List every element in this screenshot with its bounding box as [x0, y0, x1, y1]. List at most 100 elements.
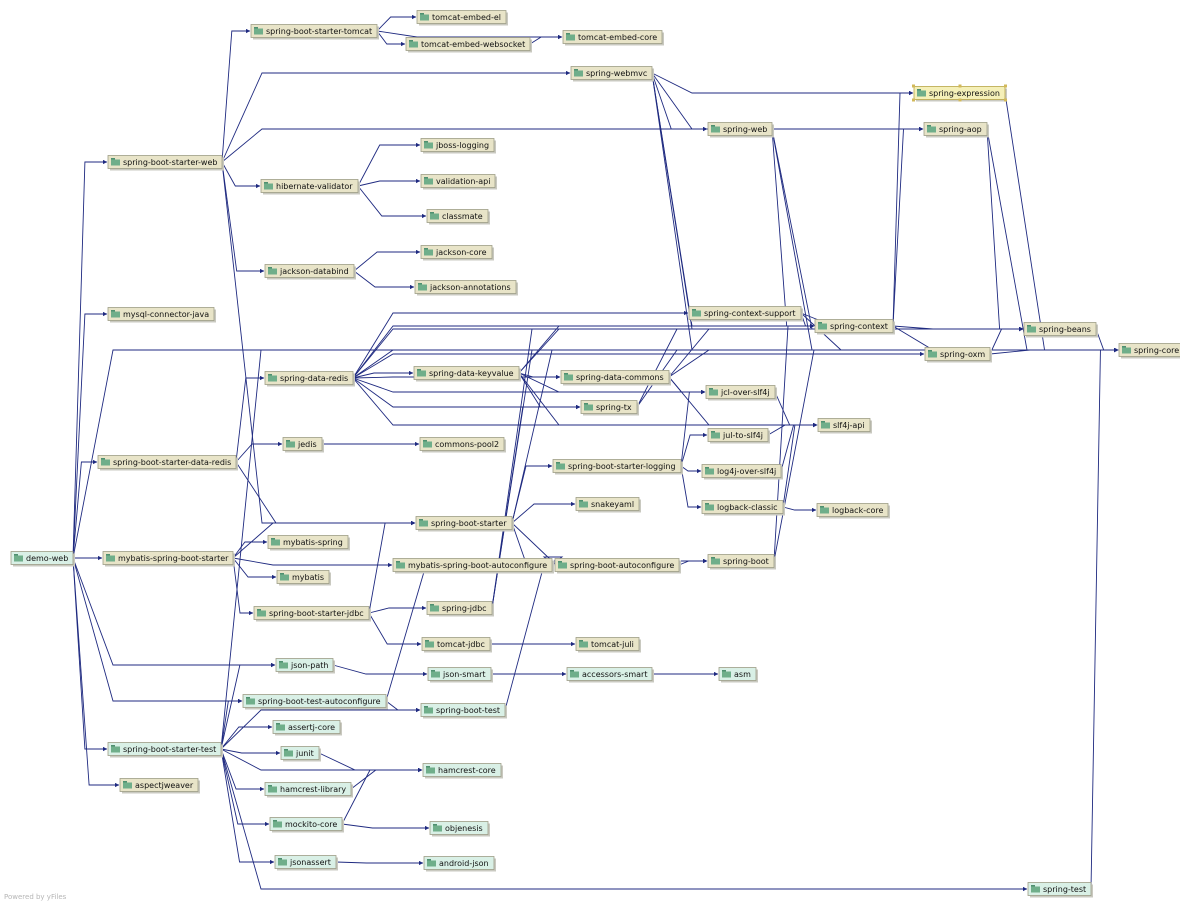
- node-label: logback-classic: [717, 503, 778, 512]
- node-spring-jdbc[interactable]: spring-jdbc: [426, 601, 494, 617]
- node-json-smart[interactable]: json-smart: [427, 667, 493, 683]
- edge-spring-webmvc-to-spring-context: [651, 72, 815, 329]
- node-label: snakeyaml: [591, 500, 634, 509]
- node-box: [705, 385, 776, 399]
- node-spring-context-support[interactable]: spring-context-support: [688, 306, 803, 322]
- node-tomcat-juli[interactable]: tomcat-juli: [575, 637, 641, 653]
- node-spring-data-commons[interactable]: spring-data-commons: [560, 370, 671, 386]
- package-icon: [705, 503, 714, 511]
- node-spring-webmvc[interactable]: spring-webmvc: [570, 66, 654, 82]
- node-tomcat-jdbc[interactable]: tomcat-jdbc: [421, 637, 492, 653]
- node-android-json[interactable]: android-json: [423, 856, 496, 872]
- node-box: [269, 817, 343, 831]
- node-spring-boot-autoconfigure[interactable]: spring-boot-autoconfigure: [554, 558, 681, 574]
- node-jul-to-slf4j[interactable]: jul-to-slf4j: [707, 428, 770, 444]
- node-box: [102, 551, 234, 565]
- node-log4j-over-slf4j[interactable]: log4j-over-slf4j: [701, 464, 783, 480]
- node-box: [242, 694, 387, 708]
- node-label: spring-boot-starter-logging: [568, 462, 676, 471]
- package-icon: [276, 723, 285, 731]
- node-label: spring-aop: [939, 125, 982, 134]
- node-spring-core[interactable]: spring-core: [1118, 343, 1180, 359]
- node-slf4j-api[interactable]: slf4j-api: [817, 418, 872, 434]
- package-icon: [14, 554, 23, 562]
- node-spring-boot-test-autoconfigure[interactable]: spring-boot-test-autoconfigure: [242, 694, 388, 710]
- node-logback-core[interactable]: logback-core: [816, 503, 890, 519]
- node-spring-boot-starter-logging[interactable]: spring-boot-starter-logging: [552, 459, 683, 475]
- node-spring-boot-starter-web[interactable]: spring-boot-starter-web: [107, 155, 224, 171]
- package-icon: [579, 640, 588, 648]
- node-tomcat-embed-core[interactable]: tomcat-embed-core: [562, 30, 664, 46]
- node-jsonassert[interactable]: jsonassert: [274, 855, 338, 871]
- node-snakeyaml[interactable]: snakeyaml: [575, 497, 641, 513]
- selection-handle[interactable]: [958, 84, 962, 88]
- edge-demo-web-to-json-path: [72, 557, 276, 668]
- node-logback-classic[interactable]: logback-classic: [701, 500, 785, 516]
- node-jackson-annotations[interactable]: jackson-annotations: [414, 280, 518, 296]
- selection-handle[interactable]: [958, 98, 962, 102]
- node-mybatis-spring[interactable]: mybatis-spring: [267, 535, 350, 551]
- node-spring-oxm[interactable]: spring-oxm: [924, 347, 992, 363]
- edge-demo-web-to-spring-boot-test-autoconfigure: [72, 557, 243, 704]
- node-hamcrest-library[interactable]: hamcrest-library: [264, 782, 353, 798]
- node-jcl-over-slf4j[interactable]: jcl-over-slf4j: [705, 385, 777, 401]
- node-spring-beans[interactable]: spring-beans: [1023, 322, 1098, 338]
- node-junit[interactable]: junit: [280, 746, 321, 762]
- node-mybatis-spring-boot-starter[interactable]: mybatis-spring-boot-starter: [102, 551, 235, 567]
- node-validation-api[interactable]: validation-api: [420, 174, 497, 190]
- node-spring-boot-starter-jdbc[interactable]: spring-boot-starter-jdbc: [253, 606, 371, 622]
- selection-handle[interactable]: [912, 84, 915, 88]
- selection-handle[interactable]: [1004, 98, 1007, 102]
- node-spring-boot-starter[interactable]: spring-boot-starter: [415, 516, 514, 532]
- node-jackson-databind[interactable]: jackson-databind: [264, 264, 356, 280]
- node-spring-data-redis[interactable]: spring-data-redis: [264, 371, 355, 387]
- node-spring-boot-starter-data-redis[interactable]: spring-boot-starter-data-redis: [97, 455, 238, 471]
- node-spring-boot-test[interactable]: spring-boot-test: [420, 703, 507, 719]
- node-spring-tx[interactable]: spring-tx: [580, 400, 639, 416]
- package-icon: [927, 125, 936, 133]
- package-icon: [254, 27, 263, 35]
- node-classmate[interactable]: classmate: [426, 209, 490, 225]
- selection-handle[interactable]: [912, 98, 915, 102]
- node-tomcat-embed-el[interactable]: tomcat-embed-el: [416, 10, 508, 26]
- node-spring-data-keyvalue[interactable]: spring-data-keyvalue: [413, 366, 521, 382]
- node-aspectjweaver[interactable]: aspectjweaver: [119, 778, 200, 794]
- edge-demo-web-to-spring-boot-starter-test: [72, 557, 108, 752]
- node-spring-boot-starter-test[interactable]: spring-boot-starter-test: [107, 742, 223, 758]
- node-objenesis[interactable]: objenesis: [429, 821, 490, 837]
- node-commons-pool2[interactable]: commons-pool2: [419, 437, 506, 453]
- node-demo-web[interactable]: demo-web: [10, 551, 75, 567]
- selection-handle[interactable]: [1004, 84, 1007, 88]
- node-label: assertj-core: [288, 723, 335, 732]
- node-label: tomcat-juli: [591, 640, 634, 649]
- node-spring-context[interactable]: spring-context: [814, 319, 895, 335]
- node-jedis[interactable]: jedis: [282, 437, 324, 453]
- node-jboss-logging[interactable]: jboss-logging: [420, 138, 496, 154]
- node-hamcrest-core[interactable]: hamcrest-core: [422, 763, 503, 779]
- node-accessors-smart[interactable]: accessors-smart: [566, 667, 654, 683]
- node-hibernate-validator[interactable]: hibernate-validator: [260, 179, 360, 195]
- node-label: spring-oxm: [940, 350, 985, 359]
- node-jackson-core[interactable]: jackson-core: [420, 245, 494, 261]
- node-spring-expression[interactable]: spring-expression: [912, 84, 1007, 102]
- node-box: [570, 66, 653, 80]
- node-json-path[interactable]: json-path: [275, 658, 335, 674]
- node-box: [107, 742, 222, 756]
- node-spring-boot-starter-tomcat[interactable]: spring-boot-starter-tomcat: [250, 24, 379, 40]
- edge-spring-boot-starter-web-to-hibernate-validator: [221, 161, 261, 189]
- node-asm[interactable]: asm: [718, 667, 758, 683]
- node-spring-aop[interactable]: spring-aop: [923, 122, 989, 138]
- node-mysql-connector-java[interactable]: mysql-connector-java: [107, 307, 216, 323]
- node-tomcat-embed-websocket[interactable]: tomcat-embed-websocket: [405, 37, 532, 53]
- node-spring-web[interactable]: spring-web: [707, 122, 774, 138]
- node-mybatis-spring-boot-autoconfigure[interactable]: mybatis-spring-boot-autoconfigure: [392, 558, 554, 574]
- node-mockito-core[interactable]: mockito-core: [269, 817, 344, 833]
- edge-spring-boot-starter-tomcat-to-tomcat-embed-websocket: [376, 30, 406, 47]
- edge-spring-boot-starter-tomcat-to-tomcat-embed-el: [376, 14, 417, 32]
- node-mybatis[interactable]: mybatis: [276, 570, 331, 586]
- node-spring-test[interactable]: spring-test: [1027, 882, 1093, 898]
- node-assertj-core[interactable]: assertj-core: [272, 720, 342, 736]
- edge-spring-boot-starter-logging-to-logback-classic: [680, 465, 702, 510]
- node-spring-boot[interactable]: spring-boot: [707, 554, 776, 570]
